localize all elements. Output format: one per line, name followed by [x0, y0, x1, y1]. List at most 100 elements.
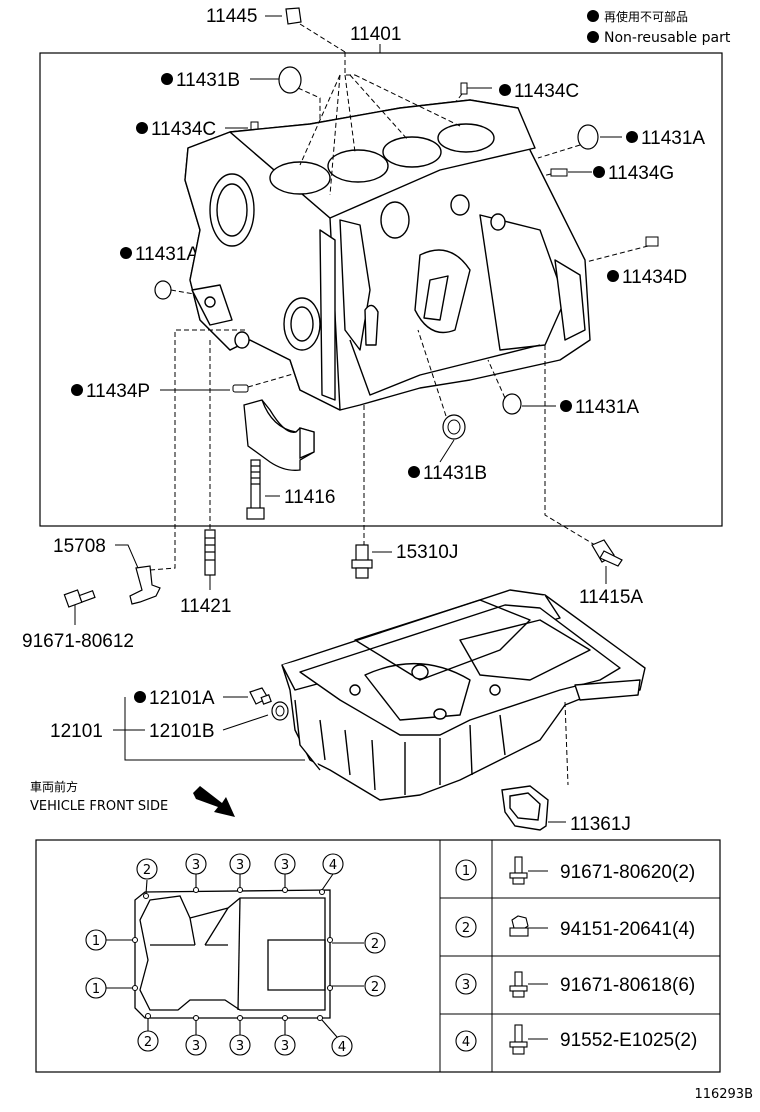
plug-11431B-icon	[442, 414, 466, 440]
label-91671-80612: 91671-80612	[22, 631, 134, 652]
label-11431A-right: 11431A	[641, 128, 705, 149]
pan-callout-left-2: 1	[92, 982, 100, 997]
label-11416: 11416	[284, 487, 335, 508]
pan-callouts-right	[332, 932, 386, 997]
label-11421: 11421	[180, 596, 231, 617]
label-15708: 15708	[53, 536, 106, 557]
plug-11431A-icon	[502, 393, 522, 415]
label-12101A: 12101A	[149, 688, 215, 709]
label-11431A-left: 11431A	[135, 244, 199, 265]
figure-id: 116293B	[694, 1087, 753, 1102]
sensor-11415A-icon	[591, 539, 623, 567]
pan-callout-bottom-3: 3	[236, 1039, 244, 1054]
label-11434P: 11434P	[86, 381, 150, 402]
stud-11421-icon	[204, 529, 216, 576]
pan-callouts-top	[136, 853, 344, 895]
non-reusable-dot-icon	[607, 270, 619, 282]
pan-callout-top-4: 3	[281, 858, 289, 873]
label-11434C-top: 11434C	[514, 81, 579, 102]
pan-callout-bottom-2: 3	[192, 1039, 200, 1054]
plug-11445-icon	[285, 7, 302, 25]
pan-callout-top-5: 4	[329, 858, 337, 873]
bolt-num: 4	[462, 1035, 470, 1050]
pan-callouts-left	[85, 929, 133, 999]
pin-11434C-icon	[460, 82, 468, 95]
pan-bolt-holes	[132, 887, 333, 1021]
pan-callout-top-2: 3	[192, 858, 200, 873]
plug-11431A-icon	[577, 124, 599, 150]
bolt-part-number: 91671-80618(6)	[560, 975, 695, 996]
label-12101: 12101	[50, 721, 103, 742]
non-reusable-dot-icon	[134, 691, 146, 703]
strainer-11361J-icon	[501, 785, 549, 831]
non-reusable-dot-icon	[499, 84, 511, 96]
non-reusable-dot-icon	[136, 122, 148, 134]
non-reusable-dot-icon	[408, 466, 420, 478]
label-11431A-low: 11431A	[575, 397, 639, 418]
front-side-jp: 車両前方	[30, 779, 78, 794]
legend-jp: 再使用不可部品	[604, 9, 688, 24]
bearing-cap-drawing	[243, 399, 315, 471]
label-11401: 11401	[350, 24, 401, 45]
bolt-table-row-4: 4 91552-E1025(2)	[455, 1024, 697, 1055]
non-reusable-dot-icon	[120, 247, 132, 259]
pan-callout-bottom-5: 4	[338, 1040, 346, 1055]
non-reusable-dot-icon	[71, 384, 83, 396]
bolt-num: 1	[462, 864, 470, 879]
label-11434D: 11434D	[622, 267, 687, 288]
legend-en: Non-reusable part	[604, 30, 731, 46]
flange-nut-icon	[509, 915, 529, 937]
flange-bolt-icon	[509, 971, 528, 998]
non-reusable-dot-icon	[626, 131, 638, 143]
label-11434G: 11434G	[608, 163, 674, 184]
bolt-11416-icon	[246, 459, 265, 520]
bolt-num: 3	[462, 978, 470, 993]
gasket-12101B-icon	[271, 701, 289, 721]
bolt-num: 2	[462, 921, 470, 936]
front-side-en: VEHICLE FRONT SIDE	[30, 799, 168, 814]
pan-top-view-drawing	[134, 889, 331, 1019]
cylinder-block-drawing	[184, 99, 591, 411]
pin-11434G-icon	[550, 168, 568, 177]
plug-11431B-icon	[278, 66, 302, 94]
bolt-part-number: 94151-20641(4)	[560, 919, 695, 940]
stud-bolt-icon	[509, 1024, 528, 1055]
pan-callout-right-1: 2	[371, 937, 379, 952]
oil-pan-drawing	[281, 589, 646, 801]
label-12101B: 12101B	[149, 721, 215, 742]
pan-callout-left-1: 1	[92, 934, 100, 949]
bolt-part-number: 91552-E1025(2)	[560, 1030, 697, 1051]
pan-callout-right-2: 2	[371, 980, 379, 995]
valve-15310J-icon	[351, 544, 373, 579]
nozzle-15708-icon	[129, 565, 161, 605]
front-direction-arrow-icon	[193, 786, 235, 817]
label-11361J: 11361J	[570, 814, 631, 835]
bolt-table-row-3: 3 91671-80618(6)	[455, 971, 695, 998]
bolt-part-number: 91671-80620(2)	[560, 862, 695, 883]
plug-11431A-icon	[154, 280, 172, 300]
label-11431B-low: 11431B	[423, 463, 487, 484]
outer-leaders	[149, 329, 596, 571]
bolt-table-row-2: 2 94151-20641(4)	[455, 915, 695, 940]
label-11415A: 11415A	[579, 587, 643, 608]
pan-callouts-bottom	[137, 1018, 353, 1057]
pan-callout-bottom-4: 3	[281, 1039, 289, 1054]
non-reusable-dot-icon	[587, 10, 599, 22]
pan-callout-top-3: 3	[236, 858, 244, 873]
non-reusable-dot-icon	[587, 31, 599, 43]
pin-11434P-icon	[232, 384, 249, 393]
bolt-table-row-1: 1 91671-80620(2)	[455, 856, 695, 885]
pin-11434D-icon	[645, 236, 659, 247]
drain-plug-12101A-icon	[249, 687, 272, 705]
non-reusable-dot-icon	[593, 166, 605, 178]
flange-bolt-icon	[509, 856, 528, 885]
non-reusable-dot-icon	[161, 73, 173, 85]
pan-callout-bottom-1: 2	[144, 1035, 152, 1050]
block-leaders	[299, 52, 461, 196]
block-frame	[39, 52, 723, 527]
label-15310J: 15310J	[396, 542, 458, 563]
label-11431B-top: 11431B	[176, 70, 240, 91]
label-11434C-left: 11434C	[151, 119, 216, 140]
pan-callout-top-1: 2	[143, 863, 151, 878]
